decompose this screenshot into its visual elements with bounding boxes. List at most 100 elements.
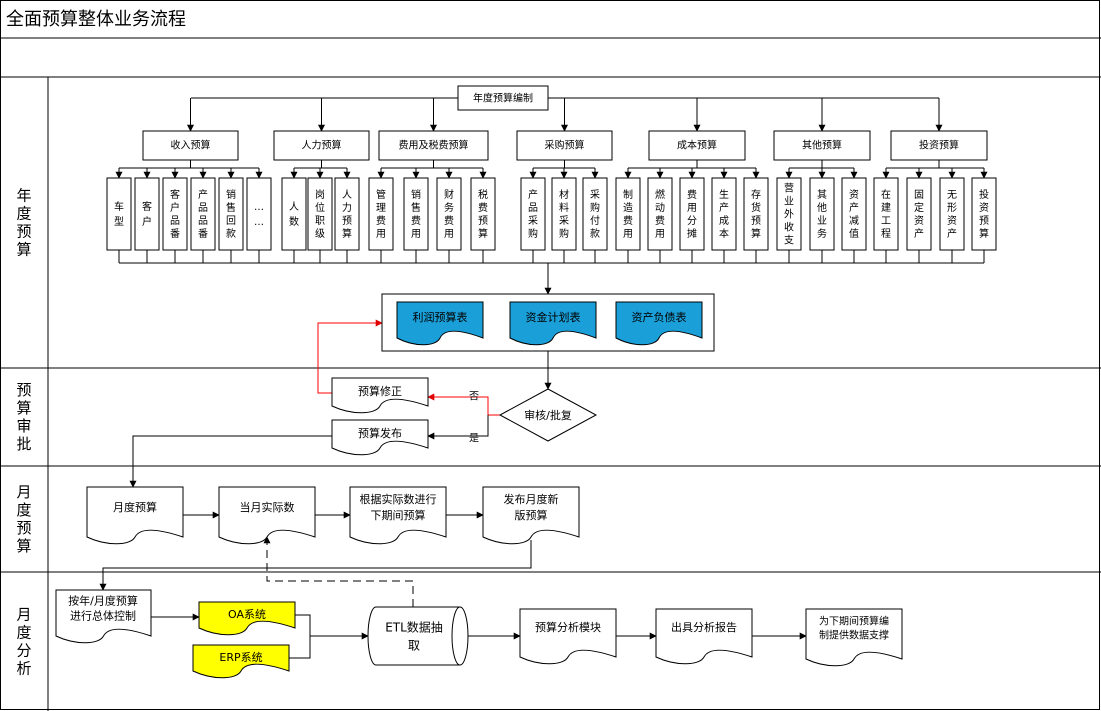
item-box-1-0	[281, 177, 307, 251]
group-label-0: 收入预算	[171, 139, 211, 152]
item-box-0-5	[246, 177, 272, 251]
item-box-1-2	[334, 177, 360, 251]
item-label-5-1: 其他业务	[817, 189, 827, 240]
connector	[99, 540, 532, 591]
item-box-2-2	[436, 177, 462, 251]
connector	[263, 536, 414, 607]
connector	[427, 393, 500, 416]
oa-doc	[198, 601, 296, 636]
group-label-2: 费用及税费预算	[399, 139, 469, 152]
connector	[317, 319, 383, 394]
item-box-4-2	[679, 177, 705, 251]
item-label-4-3: 生产成本	[719, 188, 729, 240]
item-box-6-1	[906, 177, 932, 251]
analysis-doc-1	[655, 608, 753, 665]
group-label-4: 成本预算	[677, 139, 717, 152]
lane-label-monthly_analysis: 月度分析	[16, 606, 31, 678]
review-decision	[498, 388, 598, 442]
item-box-6-0	[873, 177, 899, 251]
item-label-6-3: 投资预算	[979, 188, 989, 240]
item-box-3-0	[520, 177, 546, 251]
item-label-0-1: 客户	[142, 200, 152, 228]
oa-label: OA系统	[228, 608, 266, 621]
group-label-6: 投资预算	[919, 139, 959, 152]
item-label-2-2: 财务费用	[444, 188, 454, 240]
report-doc-0	[396, 301, 484, 346]
connector	[289, 636, 311, 659]
connector	[427, 415, 489, 440]
monthly-step-label-1: 当月实际数	[240, 500, 295, 514]
item-label-0-2: 客户品番	[170, 188, 180, 240]
item-label-5-2: 资产减值	[849, 189, 859, 240]
item-box-2-0	[368, 177, 394, 251]
item-box-4-3	[711, 177, 737, 251]
monthly-step-label-3: 发布月度新版预算	[504, 492, 559, 522]
item-box-0-4	[218, 177, 244, 251]
erp-doc	[192, 644, 290, 679]
item-label-2-1: 销售费用	[411, 188, 421, 240]
item-label-5-0: 营业外收支	[784, 182, 794, 247]
item-box-4-4	[743, 177, 769, 251]
diagram-title: 全面预算整体业务流程	[6, 9, 186, 30]
item-box-0-0	[106, 177, 132, 251]
group-box-1	[273, 130, 370, 161]
item-box-1-1	[307, 177, 333, 251]
no-label: 否	[469, 391, 479, 403]
item-box-3-1	[551, 177, 577, 251]
report-doc-2	[615, 301, 703, 346]
item-label-4-0: 制造费用	[623, 188, 633, 240]
item-box-4-1	[647, 177, 673, 251]
publish-doc	[331, 419, 429, 456]
item-box-4-0	[615, 177, 641, 251]
lane-label-approval: 预算审批	[16, 381, 31, 453]
report-label-0: 利润预算表	[413, 310, 468, 324]
group-box-5	[773, 130, 871, 161]
group-box-4	[648, 130, 746, 161]
report-label-1: 资金计划表	[526, 310, 581, 324]
item-label-6-2: 无形资产	[947, 190, 957, 240]
shapes: 年度预算编制收入预算车型客户客户品番产品品番销售回款……人力预算人数岗位职级人力…	[55, 85, 997, 679]
analysis-label-1: 出具分析报告	[671, 620, 737, 634]
group-box-6	[890, 130, 988, 161]
publish-label: 预算发布	[358, 426, 402, 440]
item-label-3-1: 材料采购	[559, 188, 569, 240]
item-label-6-1: 固定资产	[914, 189, 924, 240]
item-box-3-2	[582, 177, 608, 251]
root-box	[457, 85, 549, 111]
connector	[129, 435, 332, 488]
item-label-3-2: 采购付款	[590, 189, 600, 240]
erp-label: ERP系统	[219, 651, 262, 664]
control-label: 按年/月度预算进行总体控制	[68, 593, 138, 622]
item-box-0-2	[162, 177, 188, 251]
item-label-2-3: 税费预算	[478, 188, 488, 240]
report-label-2: 资产负债表	[632, 310, 687, 324]
etl-label: ETL数据抽取	[385, 619, 443, 652]
connector	[295, 614, 369, 640]
group-label-3: 采购预算	[545, 139, 585, 152]
group-label-5: 其他预算	[802, 139, 842, 152]
item-label-1-0: 人数	[289, 201, 299, 228]
item-label-4-4: 存货预算	[751, 188, 761, 240]
connectors	[99, 97, 988, 659]
monthly-step-3	[482, 486, 580, 545]
item-box-5-2	[841, 177, 867, 251]
item-label-1-1: 岗位职级	[315, 189, 325, 240]
lane-label-monthly_budget: 月度预算	[16, 483, 31, 555]
monthly-step-label-0: 月度预算	[113, 500, 157, 514]
item-label-0-4: 销售回款	[226, 188, 236, 240]
item-label-4-1: 燃动费用	[655, 188, 665, 240]
group-box-3	[516, 130, 613, 161]
item-box-2-1	[403, 177, 429, 251]
report-doc-1	[509, 301, 597, 346]
item-box-6-3	[971, 177, 997, 251]
monthly-step-1	[218, 486, 316, 545]
lane-label-annual: 年度预算	[16, 187, 31, 259]
item-label-1-2: 人力预算	[342, 189, 352, 240]
group-box-2	[378, 130, 489, 161]
item-label-0-5: ……	[254, 202, 264, 228]
root-label: 年度预算编制	[473, 92, 533, 105]
item-box-5-0	[776, 177, 802, 251]
